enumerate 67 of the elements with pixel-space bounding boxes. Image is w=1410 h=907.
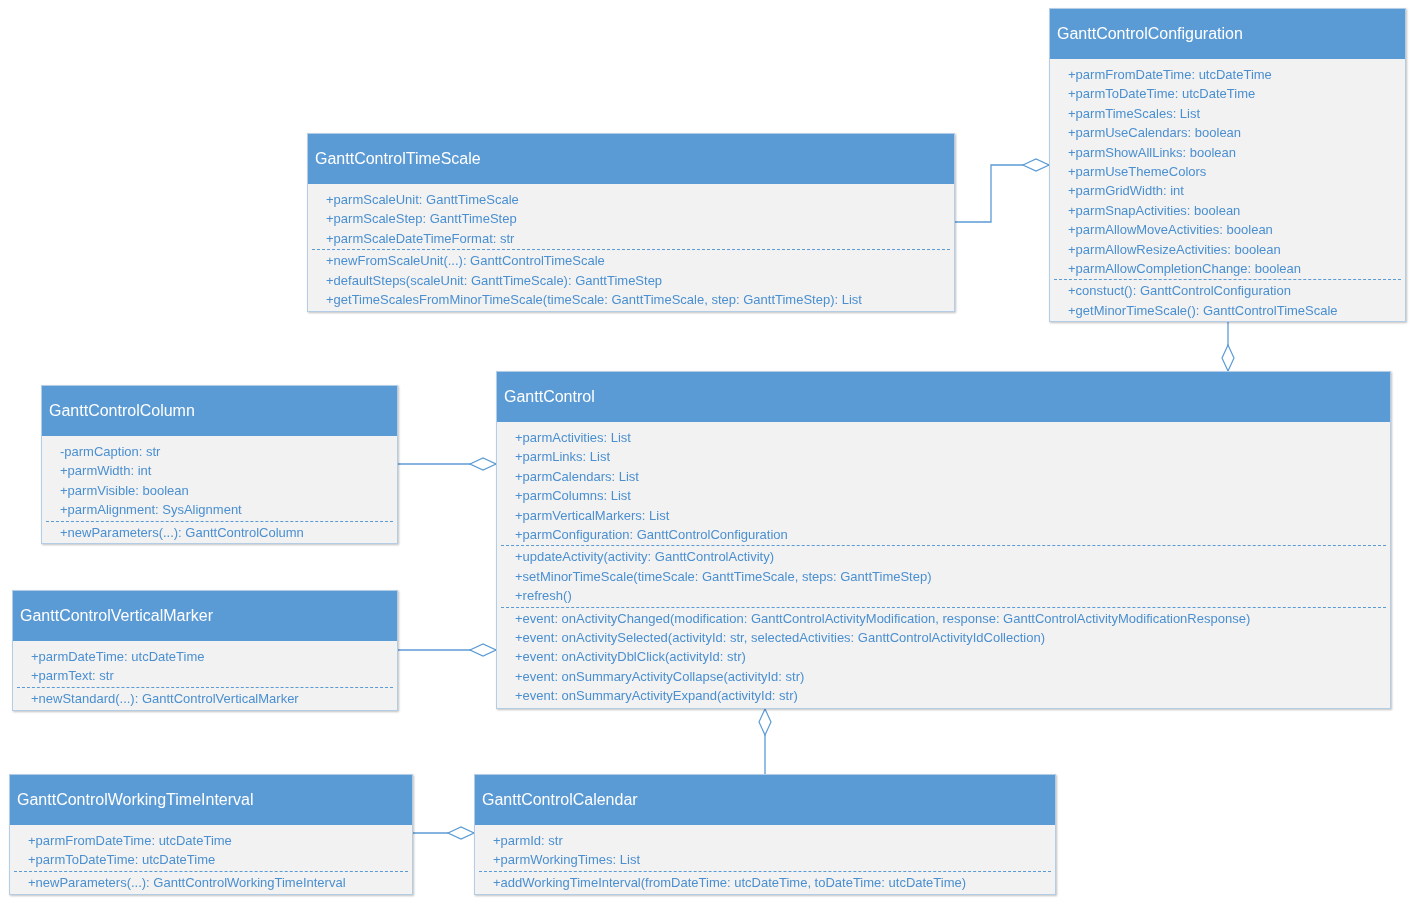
method-text: +event: onSummaryActivityCollapse(activityId: str) <box>514 667 805 686</box>
class-name: GanttControl <box>497 372 1390 422</box>
aggregation-connector <box>1221 321 1235 372</box>
attribute-text: +parmWidth: int <box>59 462 152 481</box>
class-name: GanttControlConfiguration <box>1050 9 1405 59</box>
attribute-text: +parmScaleDateTimeFormat: str <box>325 229 515 248</box>
attribute-text: +parmShowAllLinks: boolean <box>1067 143 1237 162</box>
attribute-text: +parmUseThemeColors <box>1067 163 1207 182</box>
method-text: +addWorkingTimeInterval(fromDateTime: utcDateTime, toDateTime: utcDateTime) <box>492 873 967 892</box>
attribute-text: -parmCaption: str <box>59 443 161 461</box>
attribute-text: +parmVerticalMarkers: List <box>514 506 670 525</box>
attribute-text: +parmConfiguration: GanttControlConfiguration <box>514 526 788 545</box>
class-name: GanttControlCalendar <box>475 775 1055 825</box>
attribute-text: +parmColumns: List <box>514 487 631 506</box>
class-box <box>1049 8 1406 322</box>
attribute-text: +parmToDateTime: utcDateTime <box>1067 85 1256 104</box>
attribute-text: +parmGridWidth: int <box>1067 182 1184 201</box>
method-text: +event: onSummaryActivityExpand(activityId: str) <box>514 687 798 706</box>
method-text: +updateActivity(activity: GanttControlActivity) <box>514 548 774 567</box>
attribute-text: +parmSnapActivities: boolean <box>1067 201 1241 220</box>
method-text: +newFromScaleUnit(...): GanttControlTimeScale <box>325 252 605 271</box>
attribute-text: +parmWorkingTimes: List <box>492 851 640 870</box>
attribute-text: +parmId: str <box>492 832 563 850</box>
aggregation-connector <box>758 708 772 775</box>
method-text: +getMinorTimeScale(): GanttControlTimeScale <box>1067 301 1338 320</box>
aggregation-connector <box>954 158 1050 223</box>
attribute-text: +parmAlignment: SysAlignment <box>59 501 242 520</box>
method-text: +constuct(): GanttControlConfiguration <box>1067 282 1291 301</box>
method-text: +newParameters(...): GanttControlColumn <box>59 523 304 542</box>
class-box <box>9 774 413 895</box>
method-text: +event: onActivityDblClick(activityId: str) <box>514 648 746 667</box>
attribute-text: +parmCalendars: List <box>514 467 639 486</box>
attribute-text: +parmUseCalendars: boolean <box>1067 124 1242 143</box>
attribute-text: +parmVisible: boolean <box>59 481 189 500</box>
attribute-text: +parmAllowCompletionChange: boolean <box>1067 260 1302 279</box>
method-text: +newStandard(...): GanttControlVerticalMarker <box>30 689 299 708</box>
attribute-text: +parmLinks: List <box>514 448 610 467</box>
aggregation-connector <box>397 643 497 657</box>
attribute-text: +parmActivities: List <box>514 429 631 447</box>
method-text: +event: onActivityChanged(modification: GanttControlActivityModification, response: GanttControlActivityModificationResponse) <box>514 609 1251 628</box>
class-name: GanttControlVerticalMarker <box>13 591 397 641</box>
class-name: GanttControlColumn <box>42 386 397 436</box>
method-text: +event: onActivitySelected(activityId: str, selectedActivities: GanttControlActivityIdCollection) <box>514 629 1045 648</box>
method-text: +getTimeScalesFromMinorTimeScale(timeScale: GanttTimeScale, step: GanttTimeStep): List <box>325 291 862 310</box>
method-text: +defaultSteps(scaleUnit: GanttTimeScale): GanttTimeStep <box>325 271 663 290</box>
class-name: GanttControlWorkingTimeInterval <box>10 775 412 825</box>
attribute-text: +parmAllowMoveActivities: boolean <box>1067 221 1273 240</box>
class-box <box>12 590 398 711</box>
attribute-text: +parmFromDateTime: utcDateTime <box>1067 66 1272 84</box>
method-text: +newParameters(...): GanttControlWorkingTimeInterval <box>27 873 346 892</box>
attribute-text: +parmFromDateTime: utcDateTime <box>27 832 232 850</box>
aggregation-connector <box>397 457 497 471</box>
attribute-text: +parmAllowResizeActivities: boolean <box>1067 240 1281 259</box>
method-text: +setMinorTimeScale(timeScale: GanttTimeScale, steps: GanttTimeStep) <box>514 567 932 586</box>
attribute-text: +parmScaleStep: GanttTimeStep <box>325 210 517 229</box>
attribute-text: +parmDateTime: utcDateTime <box>30 648 205 666</box>
attribute-text: +parmTimeScales: List <box>1067 104 1201 123</box>
class-name: GanttControlTimeScale <box>308 134 954 184</box>
class-box <box>474 774 1056 895</box>
aggregation-connector <box>412 826 475 840</box>
attribute-text: +parmToDateTime: utcDateTime <box>27 851 216 870</box>
class-box <box>307 133 955 312</box>
method-text: +refresh() <box>514 587 572 606</box>
attribute-text: +parmScaleUnit: GanttTimeScale <box>325 191 519 209</box>
class-box <box>496 371 1391 709</box>
attribute-text: +parmText: str <box>30 667 114 686</box>
class-box <box>41 385 398 544</box>
